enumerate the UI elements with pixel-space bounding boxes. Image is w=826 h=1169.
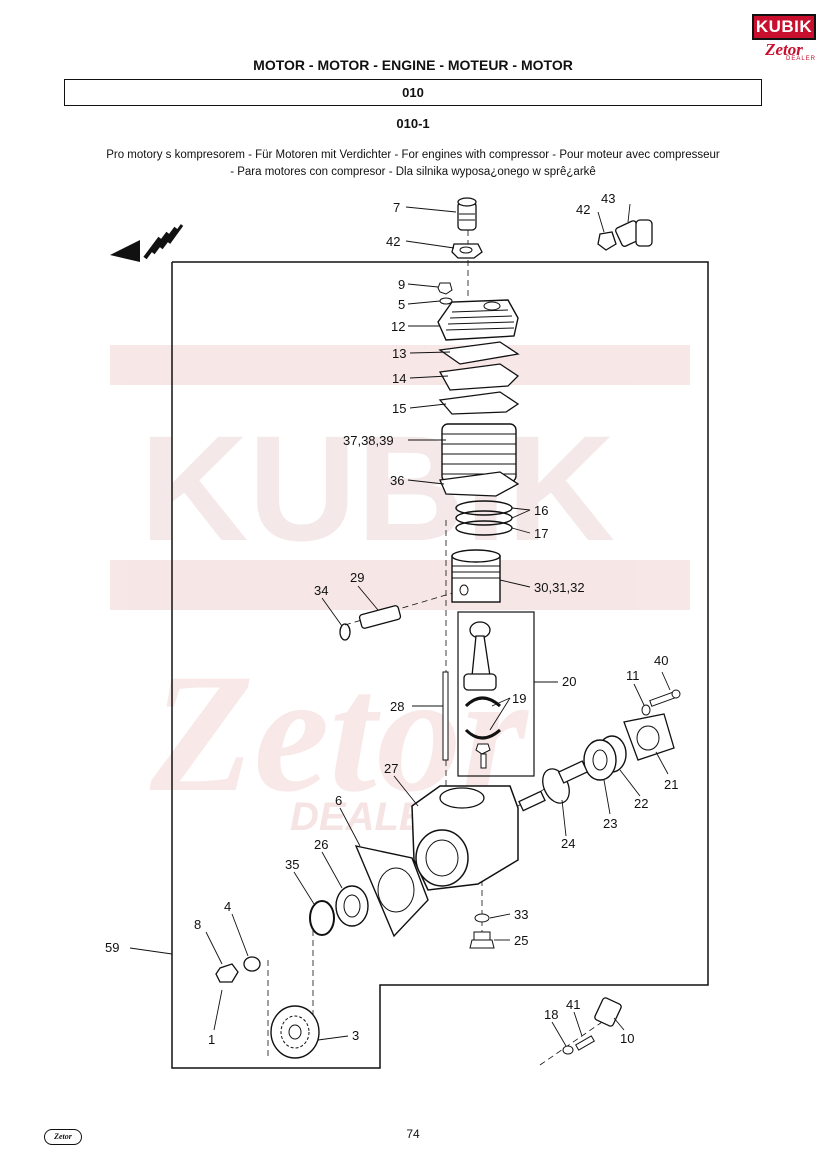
part-7-fitting <box>457 197 477 231</box>
callout-37-38-39: 37,38,39 <box>343 433 394 448</box>
callout-41: 41 <box>566 997 580 1012</box>
callout-33: 33 <box>514 907 528 922</box>
callout-11: 11 <box>626 668 640 683</box>
callout-18: 18 <box>544 1007 558 1022</box>
part-42-nut <box>451 243 483 259</box>
callout-35: 35 <box>285 857 299 872</box>
callout-6: 6 <box>335 793 342 808</box>
kubik-zetor-dealer-logo: KUBIK Zetor DEALER <box>752 14 816 72</box>
logo-dealer-text: DEALER <box>785 56 816 62</box>
callout-27: 27 <box>384 761 398 776</box>
callout-3: 3 <box>352 1028 359 1043</box>
part-33-seal-ring <box>474 913 490 923</box>
logo-kubik-text: KUBIK <box>752 14 816 40</box>
callout-8: 8 <box>194 917 201 932</box>
callout-43: 43 <box>601 191 615 206</box>
callout-4: 4 <box>224 899 231 914</box>
callout-28: 28 <box>390 699 404 714</box>
part-25-plug <box>469 931 495 949</box>
part-26-bearing <box>335 885 369 927</box>
part-30-piston <box>451 549 501 603</box>
leader-lines <box>129 203 671 1047</box>
part-42-43-elbow <box>597 219 653 251</box>
callout-34: 34 <box>314 583 328 598</box>
callout-21: 21 <box>664 777 678 792</box>
part-9-nut <box>437 282 453 295</box>
callout-7: 7 <box>393 200 400 215</box>
assembly-frame <box>171 261 709 1069</box>
part-14-valve-plate <box>438 363 520 391</box>
part-3-gear <box>270 1005 320 1059</box>
part-23-bearing <box>583 739 617 781</box>
callout-42-top: 42 <box>386 234 400 249</box>
part-27-crankcase <box>411 785 519 891</box>
subgroup-code: 010-1 <box>396 116 430 131</box>
part-29-piston-pin <box>358 605 402 629</box>
callout-9: 9 <box>398 277 405 292</box>
callout-5: 5 <box>398 297 405 312</box>
part-28-dipstick <box>442 671 449 761</box>
callout-17: 17 <box>534 526 548 541</box>
callout-59: 59 <box>105 940 119 955</box>
part-40-bolt <box>649 689 681 707</box>
part-20-bolt <box>475 743 491 769</box>
page-number: 74 <box>406 1127 420 1141</box>
part-37-cylinder <box>441 423 517 483</box>
callout-24: 24 <box>561 836 575 851</box>
callout-23: 23 <box>603 816 617 831</box>
part-13-gasket <box>438 341 520 365</box>
callout-22: 22 <box>634 796 648 811</box>
callout-1: 1 <box>208 1032 215 1047</box>
callout-10: 10 <box>620 1031 634 1046</box>
part-4-washer <box>243 956 261 972</box>
callout-labels: 7 42 42 43 9 5 12 13 14 15 37,38,39 36 1… <box>105 191 678 1047</box>
part-18-washer <box>562 1045 574 1055</box>
callout-19: 19 <box>512 691 526 706</box>
part-6-gasket <box>354 845 429 938</box>
logo-zetor-text: Zetor <box>765 40 803 59</box>
watermark-kubik: KUBIK <box>140 404 615 572</box>
callout-15: 15 <box>392 401 406 416</box>
footer-zetor-logo: Zetor <box>44 1129 82 1145</box>
part-24-crankshaft <box>518 760 589 812</box>
part-19-bearing-shell-b <box>464 728 501 740</box>
part-8-nut <box>215 963 239 983</box>
callout-30-31-32: 30,31,32 <box>534 580 585 595</box>
part-15-gasket <box>438 391 520 415</box>
callout-12: 12 <box>391 319 405 334</box>
part-11-washer <box>641 704 651 716</box>
page-title: MOTOR - MOTOR - ENGINE - MOTEUR - MOTOR <box>253 57 573 73</box>
part-35-circlip <box>309 900 335 936</box>
callout-26: 26 <box>314 837 328 852</box>
callout-14: 14 <box>392 371 406 386</box>
callout-13: 13 <box>392 346 406 361</box>
part-20-connecting-rod-box <box>457 611 535 777</box>
group-code-box: 010 <box>64 79 762 106</box>
callout-42-right: 42 <box>576 202 590 217</box>
part-34-circlip <box>339 623 351 641</box>
callout-16: 16 <box>534 503 548 518</box>
callout-29: 29 <box>350 570 364 585</box>
description-line-2: - Para motores con compresor - Dla silni… <box>230 166 596 178</box>
callout-36: 36 <box>390 473 404 488</box>
part-21-cover <box>623 713 675 761</box>
part-5-washer <box>439 297 453 305</box>
description-line-1: Pro motory s kompresorem - Für Motoren m… <box>106 149 720 161</box>
part-36-gasket <box>439 471 520 497</box>
part-12-cylinder-head <box>437 299 519 341</box>
direction-arrow-icon <box>110 224 184 262</box>
callout-25: 25 <box>514 933 528 948</box>
callout-20: 20 <box>562 674 576 689</box>
callout-40: 40 <box>654 653 668 668</box>
part-41-bolt <box>575 1035 595 1051</box>
part-20-connecting-rod <box>463 621 497 691</box>
